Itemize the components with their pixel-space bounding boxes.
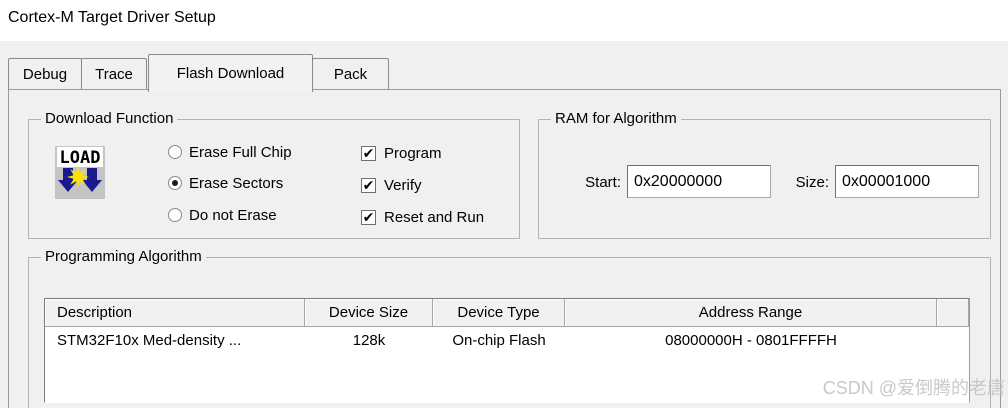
cell-device-size: 128k <box>352 332 386 349</box>
radio-do-not-erase-label: Do not Erase <box>189 206 277 224</box>
group-label-programming-algorithm: Programming Algorithm <box>41 248 206 265</box>
tab-pane-flash-download: Download Function LOAD Erase Full Chip E… <box>8 89 1001 408</box>
load-download-icon: LOAD <box>55 146 105 199</box>
tab-trace[interactable]: Trace <box>81 58 147 90</box>
group-ram-for-algorithm: RAM for Algorithm Start: Size: <box>538 110 991 239</box>
dialog-body: Debug Trace Flash Download Pack Download… <box>0 41 1008 408</box>
radio-erase-full-chip-circle[interactable] <box>168 145 182 159</box>
group-label-download-function: Download Function <box>41 110 178 127</box>
svg-text:LOAD: LOAD <box>60 148 101 168</box>
size-field-label: Size: <box>795 174 829 191</box>
window-title: Cortex-M Target Driver Setup <box>8 9 216 26</box>
tab-debug[interactable]: Debug <box>8 58 82 90</box>
cell-address-range: 08000000H - 0801FFFFH <box>665 332 837 349</box>
checkbox-program[interactable]: Program <box>361 142 442 164</box>
table-header-row: Description Device Size Device Type Addr… <box>45 299 969 327</box>
csdn-watermark: CSDN @爱倒腾的老唐 <box>822 378 1005 398</box>
tab-pack[interactable]: Pack <box>312 58 389 90</box>
programming-algorithm-table[interactable]: Description Device Size Device Type Addr… <box>44 298 970 403</box>
start-input[interactable] <box>627 165 771 198</box>
tab-flash-download[interactable]: Flash Download <box>148 54 313 92</box>
group-download-function: Download Function LOAD Erase Full Chip E… <box>28 110 520 239</box>
radio-do-not-erase-circle[interactable] <box>168 208 182 222</box>
checkbox-verify-box[interactable] <box>361 177 376 193</box>
column-header-device-type[interactable]: Device Type <box>433 299 565 327</box>
radio-do-not-erase[interactable]: Do not Erase <box>168 204 277 226</box>
column-header-address-range[interactable]: Address Range <box>565 299 937 327</box>
checkbox-program-box[interactable] <box>361 145 376 161</box>
column-header-filler <box>937 299 969 327</box>
radio-erase-full-chip-label: Erase Full Chip <box>189 143 292 161</box>
radio-erase-sectors-circle[interactable] <box>168 176 182 190</box>
checkbox-verify-label: Verify <box>384 176 422 194</box>
cell-device-type: On-chip Flash <box>452 332 546 349</box>
checkbox-verify[interactable]: Verify <box>361 174 422 196</box>
checkbox-reset-and-run-box[interactable] <box>361 209 376 225</box>
radio-erase-full-chip[interactable]: Erase Full Chip <box>168 141 292 163</box>
checkbox-reset-and-run-label: Reset and Run <box>384 208 485 226</box>
start-field-label: Start: <box>585 174 621 191</box>
checkbox-reset-and-run[interactable]: Reset and Run <box>361 206 484 228</box>
column-header-description[interactable]: Description <box>45 299 305 327</box>
group-programming-algorithm: Programming Algorithm Description Device… <box>28 248 991 408</box>
group-label-ram-for-algorithm: RAM for Algorithm <box>551 110 681 127</box>
cell-filler <box>937 327 969 354</box>
radio-erase-sectors-label: Erase Sectors <box>189 174 284 192</box>
radio-erase-sectors[interactable]: Erase Sectors <box>168 172 283 194</box>
checkbox-program-label: Program <box>384 144 442 162</box>
size-input[interactable] <box>835 165 979 198</box>
table-row[interactable]: STM32F10x Med-density ... 128k On-chip F… <box>45 327 969 354</box>
cell-description: STM32F10x Med-density ... <box>57 332 242 349</box>
column-header-device-size[interactable]: Device Size <box>305 299 433 327</box>
window-titlebar: Cortex-M Target Driver Setup <box>0 0 1008 41</box>
